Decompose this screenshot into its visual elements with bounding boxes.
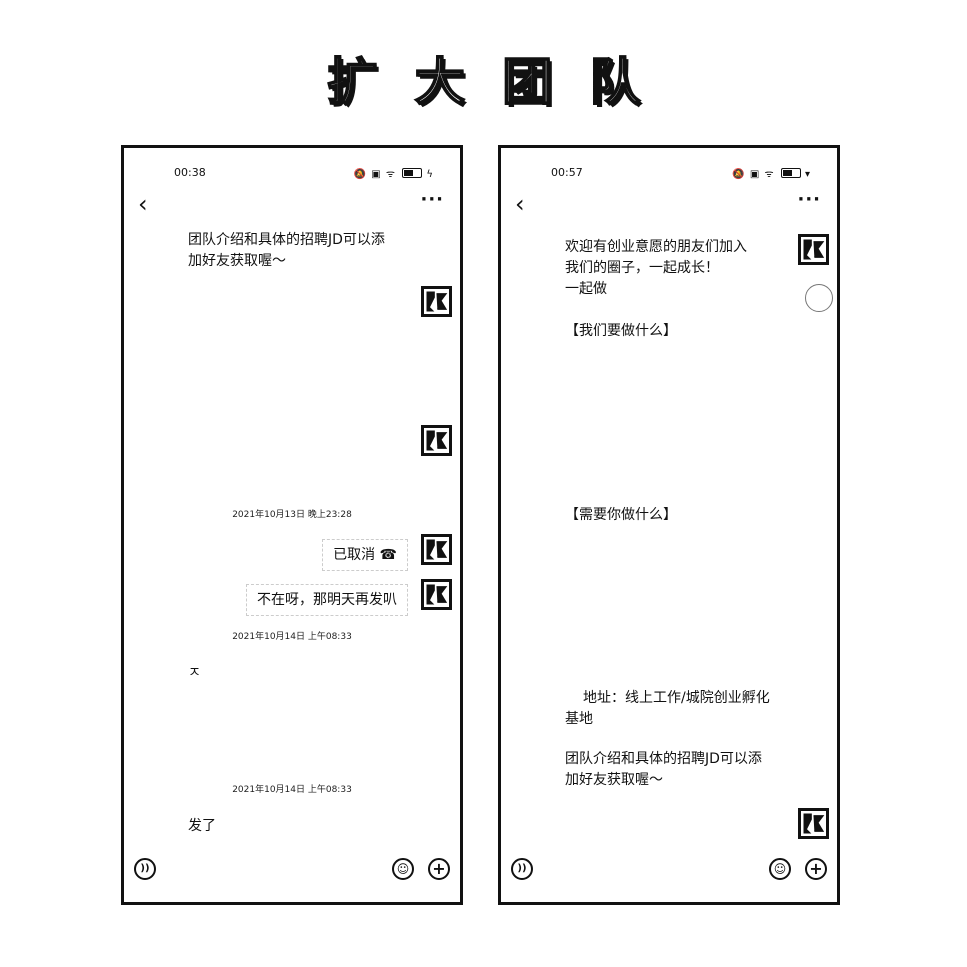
timestamp: 2021年10月13日 晚上23:28 bbox=[232, 510, 352, 520]
more-icon[interactable]: ··· bbox=[797, 189, 821, 210]
avatar bbox=[421, 286, 452, 317]
message-cancelled-call[interactable]: 已取消 ☎ bbox=[322, 539, 408, 571]
chat-input-bar: )) ☺ + bbox=[501, 848, 837, 902]
status-bar: 00:57 🔕 ▣ ᯤ ▾ bbox=[501, 166, 837, 180]
message-sent: 发了 bbox=[188, 818, 216, 834]
avatar bbox=[798, 234, 829, 265]
plus-icon[interactable]: + bbox=[428, 858, 450, 880]
status-time: 00:57 bbox=[551, 166, 583, 179]
message-glyph: ㅈ bbox=[188, 665, 201, 681]
chat-input-bar: )) ☺ + bbox=[124, 848, 460, 902]
voice-icon[interactable]: )) bbox=[511, 858, 533, 880]
message-intro: 团队介绍和具体的招聘JD可以添 加好友获取喔～ bbox=[565, 751, 762, 788]
back-icon[interactable]: ‹ bbox=[138, 190, 148, 218]
message-not-here[interactable]: 不在呀，那明天再发叭 bbox=[246, 584, 408, 616]
avatar bbox=[798, 808, 829, 839]
avatar bbox=[421, 579, 452, 610]
status-icons: 🔕 ▣ ᯤ ▾ bbox=[732, 166, 811, 180]
battery-menu-icon: ▾ bbox=[804, 169, 811, 180]
timestamp: 2021年10月14日 上午08:33 bbox=[232, 785, 352, 795]
chat-screen-right: 00:57 🔕 ▣ ᯤ ▾ ‹ ··· 欢迎有创业意愿的朋友们加入 我们的圈子，… bbox=[498, 145, 840, 905]
emoji-icon[interactable]: ☺ bbox=[392, 858, 414, 880]
chat-screen-left: 00:38 🔕 ▣ ᯤ ϟ ‹ ··· 团队介绍和具体的招聘JD可以添 加好友获… bbox=[121, 145, 463, 905]
emoji-icon[interactable]: ☺ bbox=[769, 858, 791, 880]
timestamp: 2021年10月14日 上午08:33 bbox=[232, 632, 352, 642]
voice-icon[interactable]: )) bbox=[134, 858, 156, 880]
message-address: 地址：线上工作/城院创业孵化 基地 bbox=[565, 690, 770, 727]
signal-icons: 🔕 ▣ ᯤ bbox=[732, 169, 775, 180]
page-title: 扩大团队 bbox=[326, 52, 678, 112]
message-welcome: 欢迎有创业意愿的朋友们加入 我们的圈子，一起成长！ 一起做 bbox=[565, 239, 747, 297]
signal-icons: 🔕 ▣ ᯤ bbox=[353, 169, 397, 180]
status-icons: 🔕 ▣ ᯤ ϟ bbox=[354, 166, 434, 180]
avatar bbox=[421, 534, 452, 565]
message-intro: 团队介绍和具体的招聘JD可以添 加好友获取喔～ bbox=[188, 232, 385, 269]
status-time: 00:38 bbox=[174, 166, 206, 179]
back-icon[interactable]: ‹ bbox=[515, 190, 525, 218]
section-what-you-need: 【需要你做什么】 bbox=[565, 507, 677, 523]
section-what-we-do: 【我们要做什么】 bbox=[565, 323, 677, 339]
more-icon[interactable]: ··· bbox=[420, 189, 444, 210]
battery-icon bbox=[780, 168, 801, 178]
charging-icon: ϟ bbox=[426, 169, 434, 180]
status-bar: 00:38 🔕 ▣ ᯤ ϟ bbox=[124, 166, 460, 180]
avatar-placeholder bbox=[805, 284, 833, 312]
avatar bbox=[421, 425, 452, 456]
plus-icon[interactable]: + bbox=[805, 858, 827, 880]
battery-icon bbox=[402, 168, 423, 178]
